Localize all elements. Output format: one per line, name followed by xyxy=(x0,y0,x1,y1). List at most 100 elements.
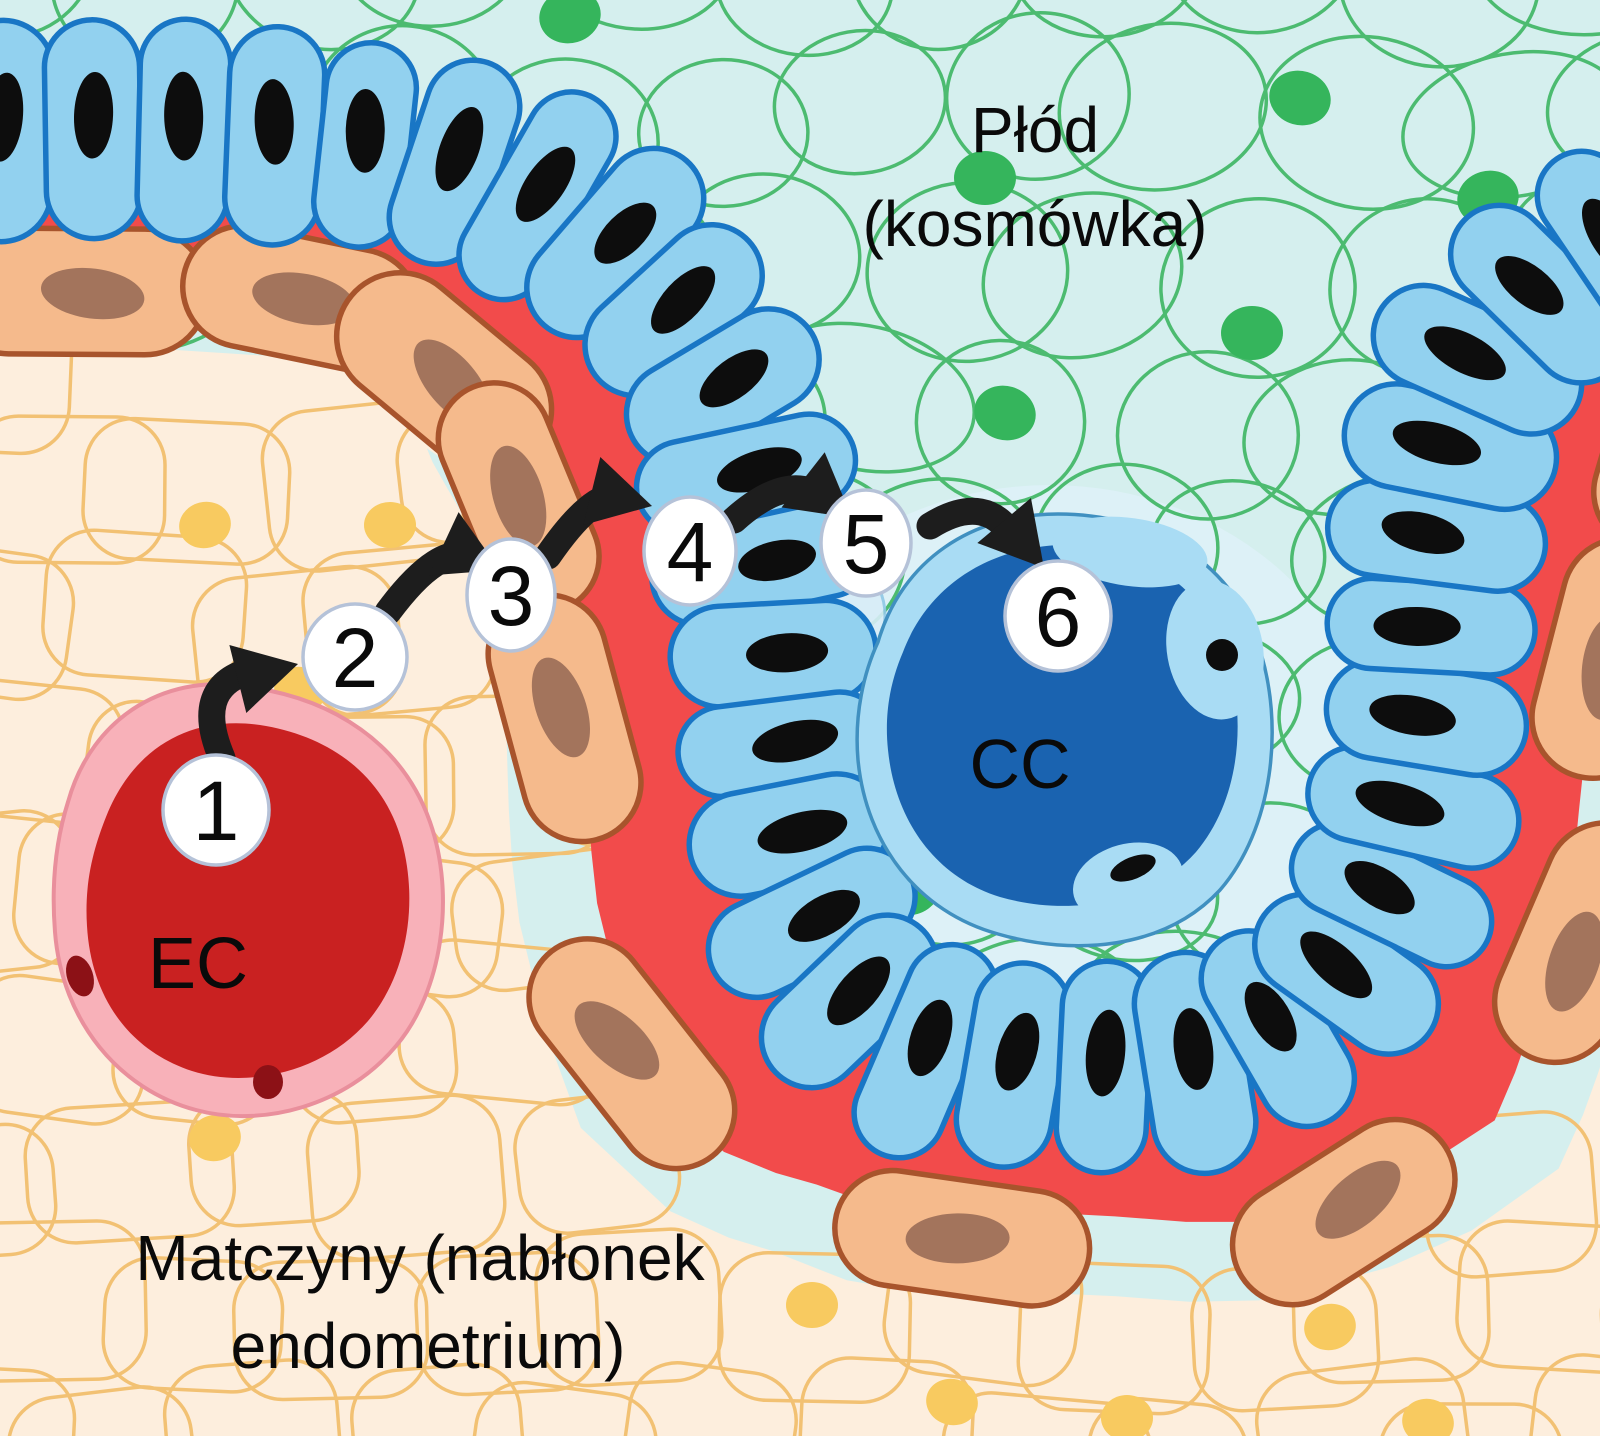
stromal-cell-nucleus xyxy=(1402,1398,1454,1436)
implantation-cell-band xyxy=(0,16,1600,1309)
maternal-blood-vessel: EC xyxy=(51,682,445,1119)
region-labels: Płód (kosmówka) Matczyny (nabłonek endom… xyxy=(135,94,1207,1382)
trophoblast-nucleus xyxy=(651,266,716,334)
trophoblast-nucleus xyxy=(164,71,204,161)
trophoblast-nucleus xyxy=(254,79,294,165)
maternal-label-line1: Matczyny (nabłonek xyxy=(135,1222,705,1294)
trophoblast-cell xyxy=(1305,744,1522,871)
cc-nucleus xyxy=(1110,854,1156,882)
epithelial-cell-nucleus xyxy=(574,1001,660,1080)
maternal-background xyxy=(0,348,1600,1436)
step-circle xyxy=(819,488,913,598)
trophoblast-nucleus xyxy=(907,999,953,1077)
step-circle xyxy=(642,495,738,607)
step-markers: 1 2 3 4 5 6 xyxy=(161,488,1113,867)
fetus-label-line1: Płód xyxy=(971,94,1099,166)
trophoblast-cell xyxy=(953,960,1074,1170)
trophoblast-cell xyxy=(310,39,420,250)
endometrial-epithelial-cell xyxy=(0,225,211,358)
trophoblast-nucleus xyxy=(435,106,484,192)
cc-nucleus xyxy=(1206,639,1238,671)
step-circle xyxy=(161,753,271,867)
trophoblast-nucleus xyxy=(1424,326,1506,381)
stromal-cell-nucleus xyxy=(364,502,416,548)
step-number: 5 xyxy=(843,497,890,591)
stromal-cell-nucleus xyxy=(189,1114,241,1162)
epithelial-cell-nucleus xyxy=(1545,911,1600,1012)
arrowhead-icon xyxy=(583,457,652,525)
epithelial-cell-nucleus xyxy=(40,267,145,320)
arrowhead-icon xyxy=(977,498,1044,568)
trophoblast-cell xyxy=(1053,958,1155,1176)
endometrial-epithelial-cell xyxy=(832,1167,1093,1309)
arrowhead-icon xyxy=(781,452,852,518)
chorion-cell-nucleus xyxy=(539,0,601,44)
step-marker-2: 2 xyxy=(301,602,409,712)
trophoblast-nucleus xyxy=(1582,198,1600,276)
trophoblast-cell xyxy=(675,689,888,800)
trophoblast-nucleus xyxy=(1173,1008,1214,1090)
fetus-label-line2: (kosmówka) xyxy=(863,188,1208,260)
step-number: 1 xyxy=(193,764,240,858)
trophoblast-cell xyxy=(134,16,234,244)
stromal-cell-nucleus xyxy=(786,1282,838,1328)
step-circle xyxy=(465,537,557,653)
arrow-step-1-2 xyxy=(198,658,260,772)
trophoblast-nucleus xyxy=(345,89,385,173)
trophoblast-cell xyxy=(1323,657,1530,779)
trophoblast-nucleus xyxy=(1085,1009,1126,1097)
step-circle xyxy=(1003,559,1113,673)
epithelial-cell-nucleus xyxy=(490,445,547,547)
trophoblast-nucleus xyxy=(0,72,24,162)
trophoblast-nucleus xyxy=(74,71,114,159)
step-marker-3: 3 xyxy=(465,537,557,653)
arrowhead-icon xyxy=(229,645,298,713)
trophoblast-cell xyxy=(758,912,941,1091)
trophoblast-nucleus xyxy=(995,1012,1040,1091)
ec-label: EC xyxy=(148,924,248,1004)
trophoblast-nucleus xyxy=(1355,780,1445,827)
endometrial-epithelial-cell xyxy=(485,592,644,845)
stromal-cell-nucleus xyxy=(1304,1303,1356,1351)
stromal-cell-nucleus xyxy=(179,501,231,549)
trophoblast-nucleus xyxy=(1381,511,1465,555)
epithelial-cell-nucleus xyxy=(531,657,590,758)
endothelial-nucleus xyxy=(66,955,94,997)
trophoblast-nucleus xyxy=(1244,981,1297,1052)
trophoblast-nucleus xyxy=(752,719,839,763)
endometrial-epithelial-cell xyxy=(1529,535,1600,782)
trophoblast-nucleus xyxy=(1495,255,1564,315)
stromal-cell-nucleus xyxy=(926,1378,978,1426)
trophoblast-cell xyxy=(1534,148,1600,350)
chorion-cell-nucleus xyxy=(1269,70,1331,126)
step-marker-4: 4 xyxy=(642,495,738,607)
trophoblast-nucleus xyxy=(738,539,816,582)
trophoblast-nucleus xyxy=(699,349,769,408)
trophoblast-nucleus xyxy=(594,202,657,264)
chorion-cell-nucleus xyxy=(954,151,1016,205)
step-circle xyxy=(301,602,409,712)
trophoblast-nucleus xyxy=(787,889,860,942)
epithelial-cell-nucleus xyxy=(1315,1160,1401,1239)
endometrial-epithelial-cell xyxy=(526,936,738,1172)
trophoblast-nucleus xyxy=(827,956,891,1026)
endometrial-epithelial-cell xyxy=(1491,820,1600,1066)
endometrial-epithelial-cell xyxy=(1229,1116,1458,1308)
cc-rim-bulge xyxy=(1052,516,1208,588)
epithelial-cell-nucleus xyxy=(1581,616,1600,721)
maternal-label-line2: endometrium) xyxy=(231,1310,626,1382)
chorion-cell-nucleus xyxy=(1221,306,1283,360)
step-number: 3 xyxy=(488,549,535,643)
step-marker-6: 6 xyxy=(1003,559,1113,673)
step-number: 2 xyxy=(332,611,379,705)
trophoblast-nucleus xyxy=(1392,420,1482,466)
step-number: 6 xyxy=(1035,570,1082,664)
trophoblast-nucleus xyxy=(746,633,829,673)
step-marker-1: 1 xyxy=(161,753,271,867)
trophoblast-cell xyxy=(386,57,523,267)
trophoblast-nucleus xyxy=(1344,860,1415,915)
migration-arrows xyxy=(198,452,1044,772)
trophoblast-nucleus xyxy=(1373,606,1461,646)
epithelial-cell-nucleus xyxy=(905,1213,1010,1264)
